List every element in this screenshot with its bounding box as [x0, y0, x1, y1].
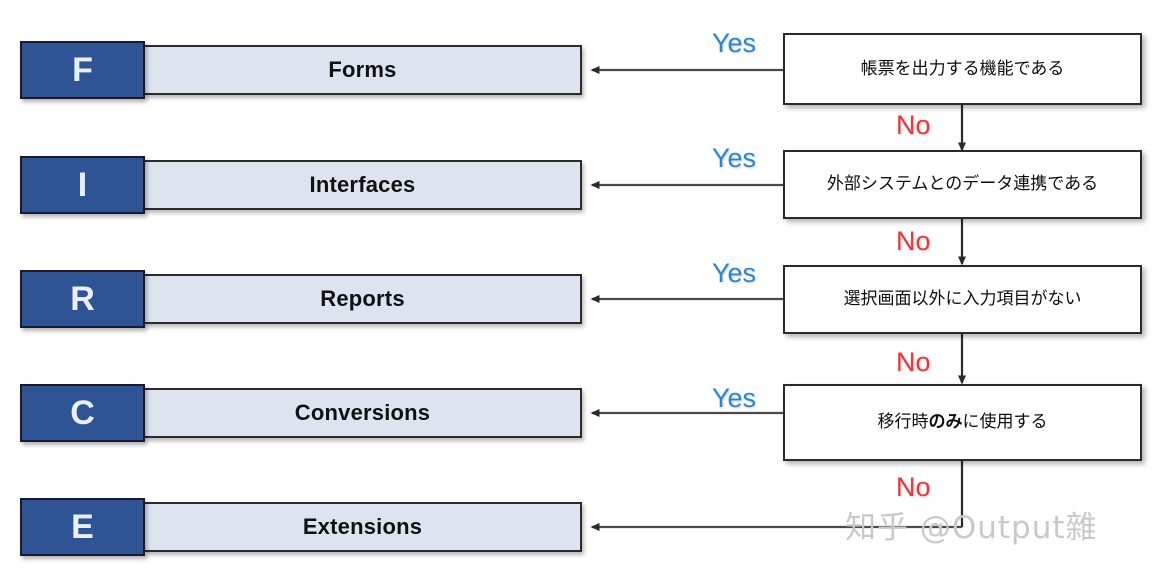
no-label-3: No: [896, 347, 931, 377]
yes-label-4: Yes: [712, 383, 757, 413]
category-label-interfaces: Interfaces: [309, 172, 416, 197]
decision-box-2[interactable]: 外部システムとのデータ連携である: [783, 150, 1142, 219]
category-row-forms[interactable]: F Forms: [20, 41, 582, 99]
category-letter-c-text: C: [70, 394, 95, 432]
decision-box-3[interactable]: 選択画面以外に入力項目がない: [783, 265, 1142, 334]
decision-text-4-part3: に使用する: [962, 412, 1048, 433]
category-bar-reports: Reports: [143, 274, 582, 324]
category-letter-c: C: [20, 384, 145, 442]
category-bar-forms: Forms: [143, 45, 582, 95]
category-letter-i-text: I: [77, 166, 88, 204]
decision-text-1: 帳票を出力する機能である: [860, 58, 1065, 79]
no-label-1: No: [896, 110, 931, 140]
yes-label-3: Yes: [712, 258, 757, 288]
decision-text-4: 移行時のみに使用する: [878, 411, 1048, 434]
category-letter-f: F: [20, 41, 145, 99]
decision-text-2: 外部システムとのデータ連携である: [826, 174, 1099, 195]
category-bar-extensions: Extensions: [143, 502, 582, 552]
category-row-interfaces[interactable]: I Interfaces: [20, 156, 582, 214]
category-letter-r: R: [20, 270, 145, 328]
category-label-extensions: Extensions: [302, 514, 423, 539]
category-letter-f-text: F: [72, 51, 93, 89]
no-label-2: No: [896, 226, 931, 256]
category-letter-i: I: [20, 156, 145, 214]
category-row-reports[interactable]: R Reports: [20, 270, 582, 328]
category-row-extensions[interactable]: E Extensions: [20, 498, 582, 556]
decision-box-4[interactable]: 移行時のみに使用する: [783, 384, 1142, 461]
decision-text-4-part1: 移行時: [877, 412, 929, 433]
decision-box-1[interactable]: 帳票を出力する機能である: [783, 33, 1142, 105]
category-label-reports: Reports: [320, 286, 405, 311]
category-label-forms: Forms: [328, 57, 397, 82]
yes-label-1: Yes: [712, 28, 757, 58]
decision-text-3: 選択画面以外に入力項目がない: [843, 289, 1082, 310]
category-letter-e: E: [20, 498, 145, 556]
category-letter-r-text: R: [70, 280, 95, 318]
category-row-conversions[interactable]: C Conversions: [20, 384, 582, 442]
decision-text-4-emphasis: のみ: [928, 412, 963, 433]
no-label-4: No: [896, 472, 931, 502]
category-bar-conversions: Conversions: [143, 388, 582, 438]
watermark: 知乎 @Output雜: [845, 510, 1098, 546]
yes-label-2: Yes: [712, 143, 757, 173]
category-bar-interfaces: Interfaces: [143, 160, 582, 210]
category-letter-e-text: E: [71, 508, 94, 546]
category-label-conversions: Conversions: [294, 400, 431, 425]
